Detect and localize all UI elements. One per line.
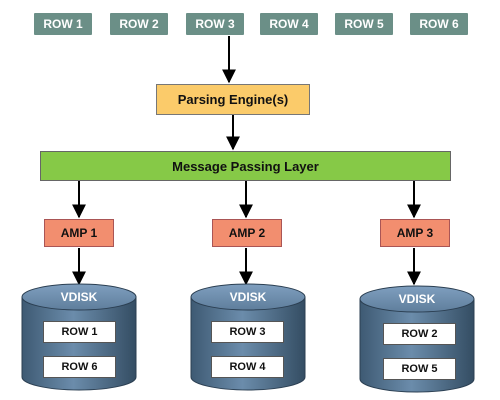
vdisk1-row-1: ROW 1 [43, 321, 116, 343]
top-row-chip-5: ROW 5 [335, 13, 393, 35]
top-row-chip-3: ROW 3 [186, 13, 244, 35]
vdisk2-row-2: ROW 4 [211, 356, 284, 378]
amp-box-1: AMP 1 [44, 219, 114, 247]
top-row-chip-4: ROW 4 [260, 13, 318, 35]
parsing-engine-box: Parsing Engine(s) [156, 84, 310, 115]
amp-box-3: AMP 3 [380, 219, 450, 247]
vdisk1-row-2: ROW 6 [43, 356, 116, 378]
top-row-chip-6: ROW 6 [410, 13, 468, 35]
vdisk3-row-1: ROW 2 [383, 323, 456, 345]
vdisk-label-1: VDISK [60, 290, 98, 304]
message-passing-layer-box: Message Passing Layer [40, 151, 451, 181]
top-row-chip-1: ROW 1 [34, 13, 92, 35]
vdisk-label-2: VDISK [229, 290, 267, 304]
top-row-chip-2: ROW 2 [110, 13, 168, 35]
vdisk-label-3: VDISK [398, 292, 436, 306]
vdisk3-row-2: ROW 5 [383, 358, 456, 380]
amp-box-2: AMP 2 [212, 219, 282, 247]
vdisk2-row-1: ROW 3 [211, 321, 284, 343]
